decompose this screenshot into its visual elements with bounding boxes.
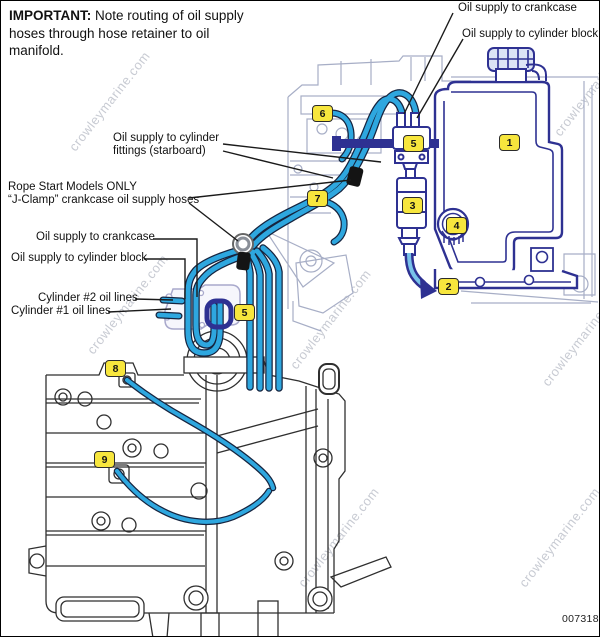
important-note: IMPORTANT: Note routing of oil supply ho…	[9, 7, 255, 60]
j-clamp-icon	[236, 251, 251, 271]
callout-oil-supply-cylinder-block-top: Oil supply to cylinder block	[462, 28, 599, 40]
part-badge-4: 4	[446, 217, 467, 234]
watermark-text: crowleymarine.com	[551, 33, 600, 139]
part-badge-2: 2	[438, 278, 459, 295]
flow-arrow-icon	[420, 277, 437, 299]
callout-cylinder-fittings-line1: Oil supply to cylinder	[113, 132, 220, 144]
callout-cylinder-fittings-line2: fittings (starboard)	[113, 145, 206, 157]
important-note-label: IMPORTANT:	[9, 8, 92, 23]
tank-mounting-tray	[433, 247, 579, 290]
part-badge-3: 3	[402, 197, 423, 214]
clamps-and-ring	[204, 166, 364, 330]
callout-cylinder-fittings: Oil supply to cylinder fittings (starboa…	[113, 132, 219, 158]
important-note-text: Note routing of oil supply hoses through…	[9, 8, 244, 58]
callout-rope-start: Rope Start Models ONLY “J-Clamp” crankca…	[8, 181, 199, 207]
callout-oil-supply-cylinder-block-left: Oil supply to cylinder block	[11, 252, 148, 264]
figure-number: 007318	[562, 613, 599, 625]
callout-oil-supply-crankcase-left: Oil supply to crankcase	[36, 231, 155, 243]
part-badge-5-manifold: 5	[403, 135, 424, 152]
callout-cylinder2-oil-lines: Cylinder #2 oil lines	[38, 292, 138, 304]
callout-cylinder1-oil-lines: Cylinder #1 oil lines	[11, 305, 111, 317]
watermark-text: crowleymarine.com	[516, 484, 600, 590]
part-badge-7: 7	[307, 190, 328, 207]
part-badge-9: 9	[94, 451, 115, 468]
leader-lines	[107, 12, 464, 313]
mount-bar	[336, 139, 439, 148]
part-badge-5-retainer: 5	[234, 304, 255, 321]
callout-oil-supply-crankcase-top: Oil supply to crankcase	[458, 2, 577, 14]
retainer-loop	[204, 298, 234, 330]
callout-rope-start-line2: “J-Clamp” crankcase oil supply hoses	[8, 194, 200, 206]
part-badge-1: 1	[499, 134, 520, 151]
tank-filler-cap	[487, 47, 547, 83]
j-clamp-icon	[346, 166, 364, 187]
part-badge-8: 8	[105, 360, 126, 377]
lower-cylinder-block-drawing	[28, 330, 392, 636]
oil-tank	[433, 47, 579, 290]
callout-rope-start-line1: Rope Start Models ONLY	[8, 181, 137, 193]
part-badge-6: 6	[312, 105, 333, 122]
